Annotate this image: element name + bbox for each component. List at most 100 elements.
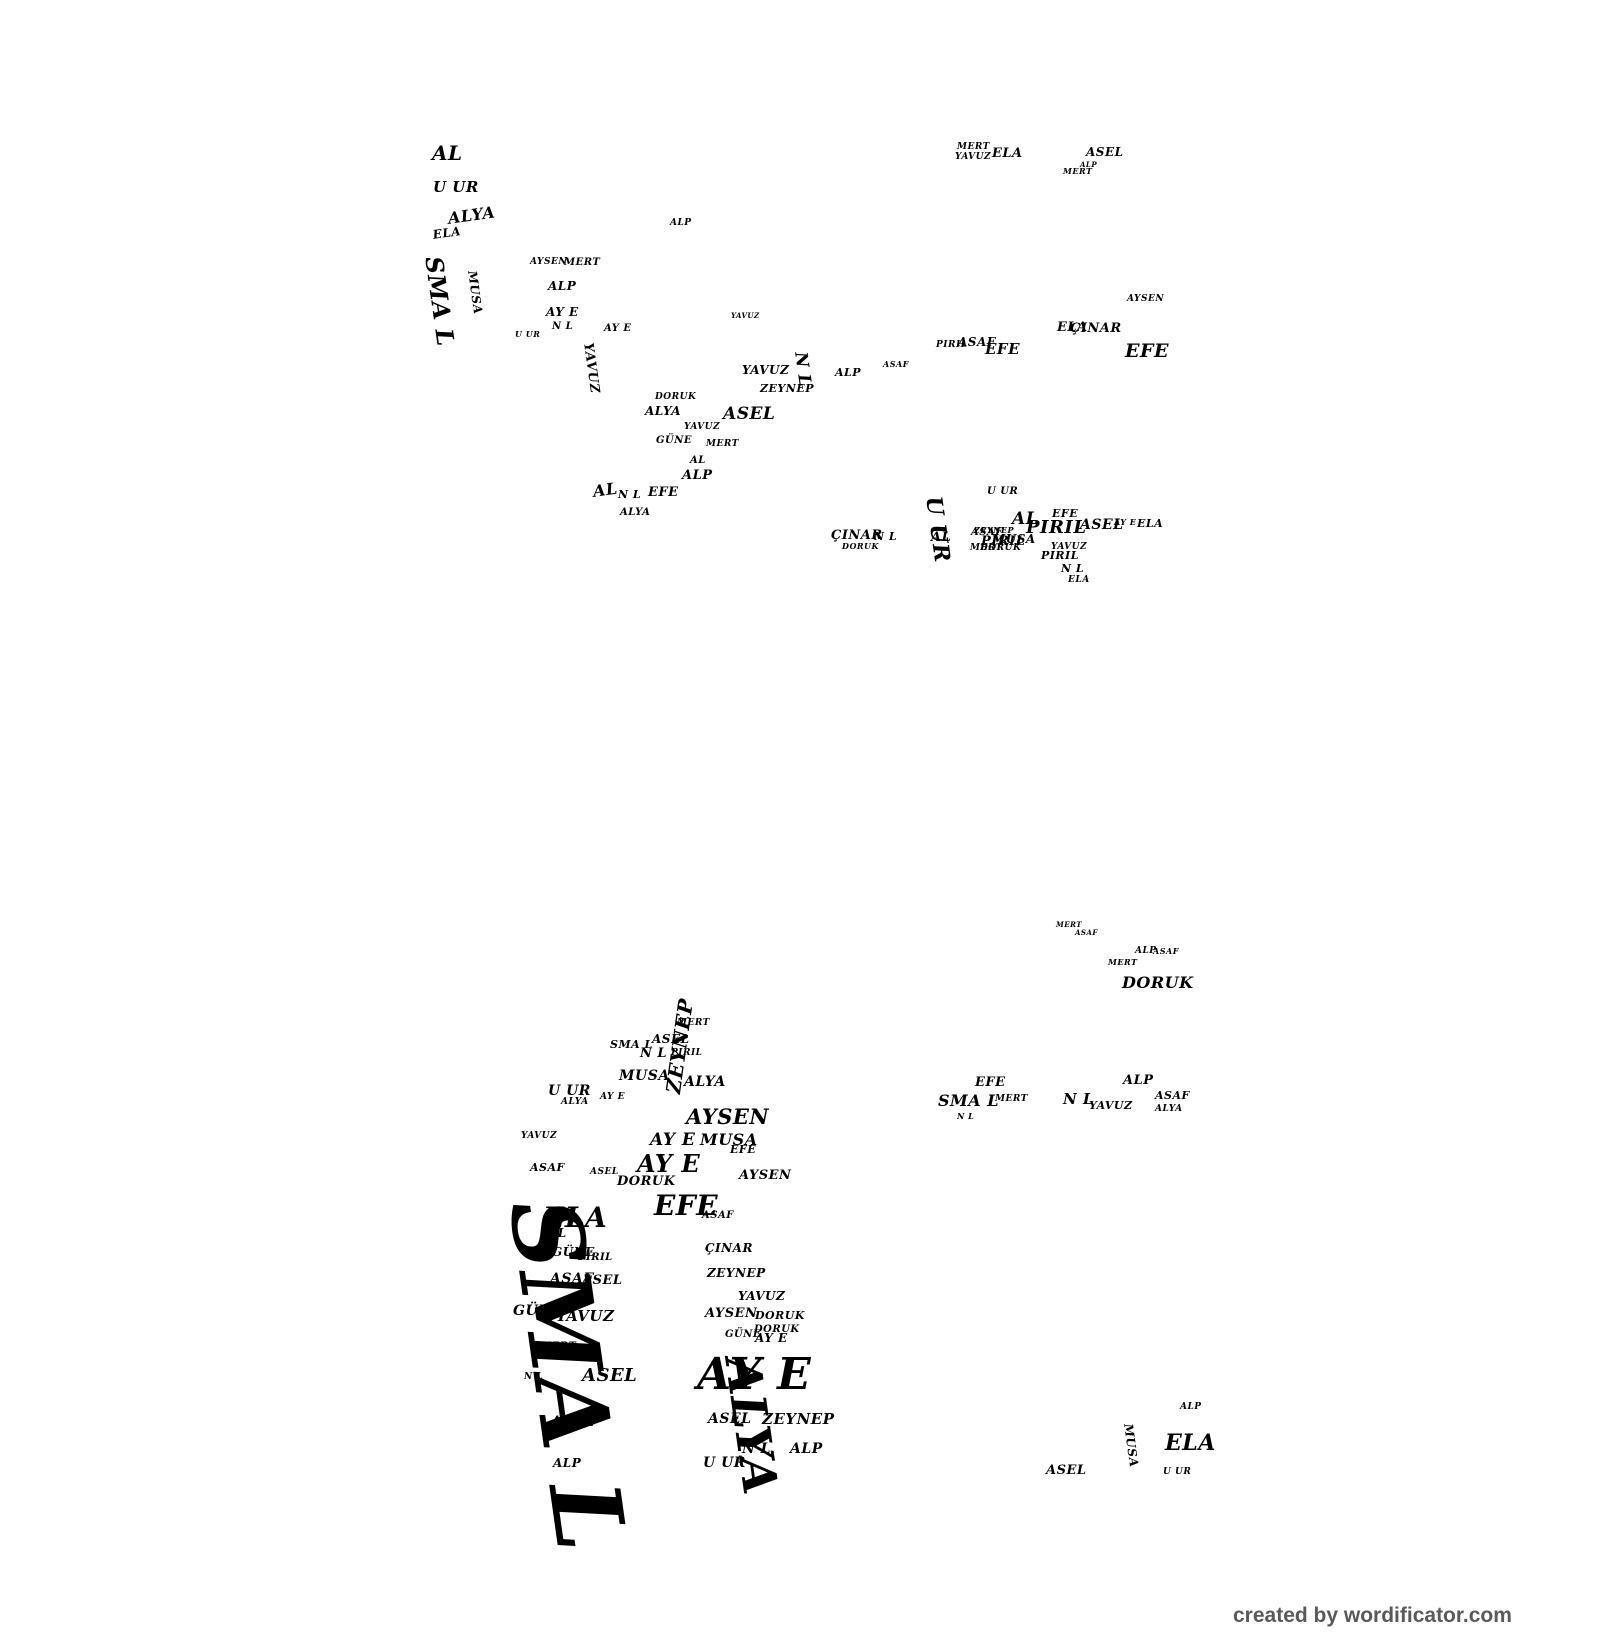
cloud-word: DORUK: [980, 543, 1022, 553]
cloud-word: ASEL: [582, 1273, 623, 1288]
cloud-word: AYSEN: [739, 1168, 792, 1183]
cloud-word: AYSEN: [705, 1306, 758, 1321]
cloud-word: MERT: [564, 257, 601, 268]
cloud-word: ALYA: [620, 507, 651, 518]
cloud-word: DORUK: [754, 1324, 800, 1335]
cloud-word: AL: [591, 478, 619, 501]
cloud-word: ASEL: [1046, 1463, 1087, 1478]
cloud-word: SMA L: [938, 1091, 999, 1110]
cloud-word: U UR: [987, 486, 1019, 497]
cloud-word: AY E: [604, 323, 632, 334]
cloud-word: YAVUZ: [580, 341, 603, 395]
cloud-word: YAVUZ: [556, 1307, 615, 1325]
cloud-word: U UR: [515, 329, 541, 339]
cloud-word: ELA: [543, 1201, 608, 1234]
cloud-word: ASEL: [708, 1411, 752, 1427]
cloud-word: GÜNE: [513, 1303, 563, 1319]
cloud-word: N L: [524, 1372, 544, 1382]
cloud-word: ASEL: [551, 1414, 595, 1430]
cloud-word: U UR: [1163, 1467, 1192, 1477]
credit-text: created by wordificator.com: [1233, 1604, 1512, 1627]
cloud-word: DORUK: [755, 1309, 805, 1322]
cloud-word: MUSA: [700, 1130, 758, 1149]
cloud-word: AL: [1012, 509, 1039, 529]
cloud-word: MUSA: [992, 532, 1036, 546]
cloud-word: YAVUZ: [731, 311, 760, 320]
cloud-word: YAVUZ: [1051, 542, 1088, 552]
cloud-word: N L: [1061, 562, 1085, 575]
cloud-word: U UR: [548, 1083, 591, 1099]
cloud-word: ALYA: [446, 202, 497, 228]
cloud-word: ELA: [431, 224, 462, 242]
cloud-word: ELA: [1068, 575, 1090, 585]
cloud-word: ALP: [835, 366, 862, 379]
cloud-word: ALP: [682, 468, 713, 483]
cloud-word: MERT: [970, 543, 1003, 553]
cloud-word: PIRIL: [1026, 517, 1087, 538]
cloud-word: ZEYNEP: [974, 525, 1015, 535]
cloud-word: ZEYNEP: [760, 382, 814, 395]
cloud-word: PIRIL: [578, 1252, 613, 1263]
cloud-word: AL: [690, 455, 706, 466]
cloud-word: ELA: [992, 146, 1023, 161]
cloud-word: MUSA: [465, 269, 486, 316]
cloud-word: ASAF: [550, 1271, 594, 1287]
cloud-word: EFE: [1052, 507, 1079, 520]
cloud-word: AYSEN: [1127, 294, 1165, 304]
cloud-word: ASEL: [723, 404, 776, 424]
cloud-word: PIRIL: [671, 1048, 703, 1058]
cloud-word: ELA: [1057, 320, 1088, 335]
cloud-word: AYSEN: [686, 1104, 770, 1129]
cloud-word: N L: [790, 350, 815, 389]
cloud-word: ASEL: [1080, 517, 1124, 533]
cloud-word: YAVUZ: [955, 152, 992, 162]
cloud-word: N L: [957, 1111, 975, 1121]
cloud-word: ÇINAR: [1070, 321, 1122, 336]
cloud-word: MERT: [706, 439, 739, 449]
cloud-word: MERT: [677, 1018, 710, 1028]
cloud-word: ALP: [1135, 946, 1157, 956]
cloud-word: ÇINAR: [705, 1241, 753, 1255]
cloud-word: N L: [552, 321, 574, 332]
cloud-word: MERT: [540, 1341, 577, 1352]
cloud-word: AYSEN: [530, 257, 568, 267]
cloud-word: ALP: [790, 1441, 823, 1457]
cloud-word: ALP: [1080, 160, 1098, 169]
cloud-word: MERT: [957, 142, 990, 152]
cloud-word: ASAF: [883, 359, 909, 369]
cloud-word: GÜNE: [656, 435, 693, 446]
cloud-word: DORUK: [842, 541, 879, 551]
cloud-word: PIRIL: [1041, 549, 1079, 562]
cloud-word: SMA L: [419, 254, 461, 348]
cloud-word: YAVUZ: [1089, 1099, 1133, 1112]
cloud-word: AL: [548, 1226, 567, 1240]
cloud-word: ASAF: [958, 335, 996, 349]
cloud-word: ALP: [1123, 1073, 1154, 1088]
cloud-word: ALYA: [645, 404, 682, 418]
cloud-word: ÇINAR: [831, 528, 883, 543]
cloud-word: ASEL: [590, 1167, 619, 1177]
cloud-word: DORUK: [655, 392, 697, 402]
cloud-word: MUSA: [1121, 1422, 1142, 1469]
cloud-word: AY E: [600, 1092, 625, 1102]
cloud-word: U UR: [703, 1455, 746, 1471]
cloud-word: AY E: [697, 1349, 812, 1400]
cloud-word: PIRIL: [981, 534, 1026, 549]
cloud-word: EFE: [654, 1189, 719, 1222]
cloud-word: DORUK: [1122, 973, 1194, 992]
cloud-word: ALP: [548, 279, 577, 293]
cloud-word: GÜNE: [552, 1245, 595, 1259]
cloud-word: DORUK: [617, 1174, 676, 1189]
cloud-word: MERT: [1063, 166, 1093, 176]
cloud-word: ELA: [1137, 517, 1164, 530]
cloud-word: ASAF: [530, 1161, 565, 1174]
cloud-word: ASEL: [582, 1365, 638, 1386]
cloud-word: YAVUZ: [521, 1131, 558, 1141]
cloud-word: AY E: [1114, 517, 1137, 527]
cloud-word: ZEYNEP: [707, 1266, 766, 1280]
cloud-word: N L: [1063, 1090, 1094, 1108]
cloud-word: MUSA: [619, 1068, 670, 1084]
cloud-word: ASEL: [652, 1032, 690, 1046]
cloud-word: MERT: [995, 1094, 1028, 1104]
cloud-word: N L: [874, 530, 898, 543]
